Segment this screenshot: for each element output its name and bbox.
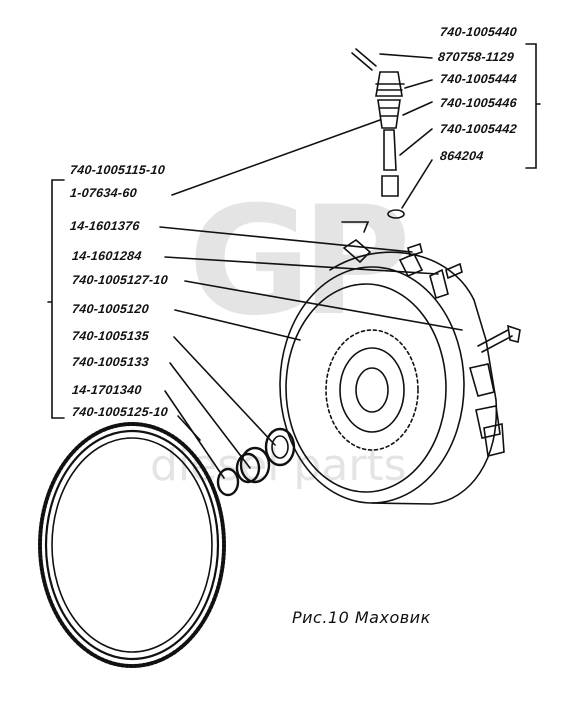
part-number-label: 740-1005442 — [439, 122, 518, 136]
left-group-bracket — [47, 179, 65, 419]
leader-line — [164, 256, 439, 275]
pin — [351, 48, 377, 71]
bearing-outer — [239, 446, 271, 484]
part-number-label: 740-1005115-10 — [69, 163, 166, 177]
part-number-label: 740-1005135 — [71, 329, 150, 343]
leader-line — [171, 119, 381, 196]
leader-line — [404, 79, 433, 89]
part-number-label: 740-1005446 — [439, 96, 518, 110]
leader-line — [159, 226, 413, 253]
watermark-logo: GP — [188, 175, 411, 349]
ring-gear — [44, 429, 220, 661]
leader-line — [174, 309, 301, 341]
leader-line — [169, 362, 251, 469]
part-number-label: 14-1701340 — [71, 383, 143, 397]
figure-caption: Рис.10 Маховик — [292, 608, 431, 627]
stem-assembly — [375, 71, 403, 97]
leader-line — [401, 159, 433, 209]
part-number-label: 740-1005127-10 — [71, 273, 169, 287]
leader-line — [177, 415, 201, 441]
leader-line — [399, 128, 433, 156]
leader-line — [402, 101, 433, 116]
leader-line — [379, 53, 433, 59]
flywheel-outer-shell — [329, 251, 498, 505]
part-number-label: 864204 — [439, 149, 485, 163]
part-number-label: 740-1005440 — [439, 25, 518, 39]
part-number-label: 740-1005120 — [71, 302, 150, 316]
part-number-label: 14-1601284 — [71, 249, 143, 263]
small-washer — [387, 209, 405, 219]
part-number-label: 740-1005133 — [71, 355, 150, 369]
bearing-inner — [216, 467, 240, 497]
leader-line — [184, 280, 463, 331]
seal-ring — [264, 427, 296, 467]
leader-line — [173, 336, 276, 446]
flywheel-hub — [339, 347, 405, 433]
part-number-label: 870758-1129 — [437, 50, 515, 64]
part-number-label: 1-07634-60 — [69, 186, 138, 200]
flywheel-bolt — [477, 329, 513, 353]
part-number-label: 740-1005125-10 — [71, 405, 169, 419]
right-group-bracket — [525, 43, 541, 169]
part-number-label: 740-1005444 — [439, 72, 518, 86]
part-number-label: 14-1601376 — [69, 219, 141, 233]
